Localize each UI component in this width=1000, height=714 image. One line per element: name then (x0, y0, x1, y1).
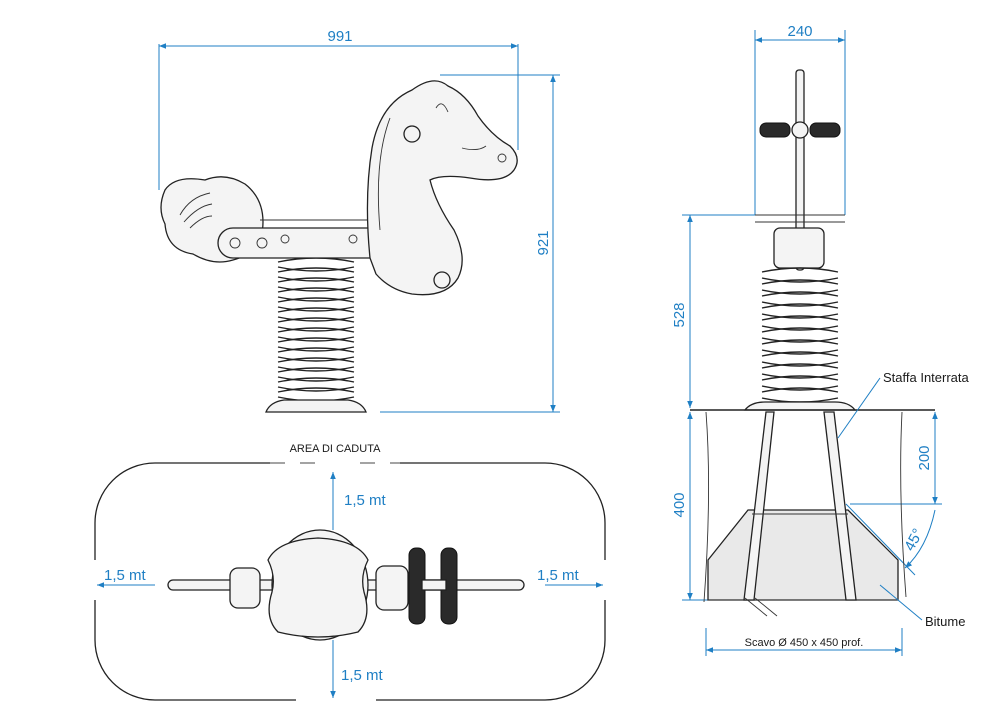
side-width-dimension: 240 (754, 23, 846, 215)
plan-left-label: 1,5 mt (104, 567, 147, 584)
side-view: 240 528 400 200 45° (671, 23, 970, 656)
plan-equipment (167, 529, 525, 641)
side-width-label: 240 (787, 23, 812, 40)
side-spring (743, 227, 857, 411)
front-view: 991 921 (158, 28, 560, 413)
angle-label: 45° (901, 526, 927, 554)
spring-height-label: 528 (671, 302, 688, 327)
plan-top-label: 1,5 mt (344, 492, 387, 509)
bracket-label: Staffa Interrata (883, 370, 970, 385)
side-handle (755, 69, 845, 271)
front-width-dimension: 991 (158, 28, 519, 190)
plan-right-label: 1,5 mt (537, 567, 580, 584)
front-width-label: 991 (327, 28, 352, 45)
excavation (690, 409, 935, 617)
footing-label: 200 (916, 445, 933, 470)
front-height-dimension: 921 (380, 74, 560, 413)
fall-area-title: AREA DI CADUTA (290, 443, 382, 455)
horse-head (366, 80, 518, 296)
front-height-label: 921 (535, 230, 552, 255)
plan-view: AREA DI CADUTA 1,5 mt 1,5 mt 1,5 mt 1,5 … (90, 443, 610, 704)
excavation-label: Scavo Ø 450 x 450 prof. (745, 637, 864, 649)
footing-dimension: 200 (850, 412, 942, 505)
bitumen-label: Bitume (925, 614, 965, 629)
front-spring (265, 257, 367, 413)
depth-label: 400 (671, 492, 688, 517)
side-labels: Staffa Interrata Bitume Scavo Ø 450 x 45… (705, 370, 970, 656)
spring-height-dimension: 528 (671, 214, 760, 408)
plan-bottom-label: 1,5 mt (341, 667, 384, 684)
